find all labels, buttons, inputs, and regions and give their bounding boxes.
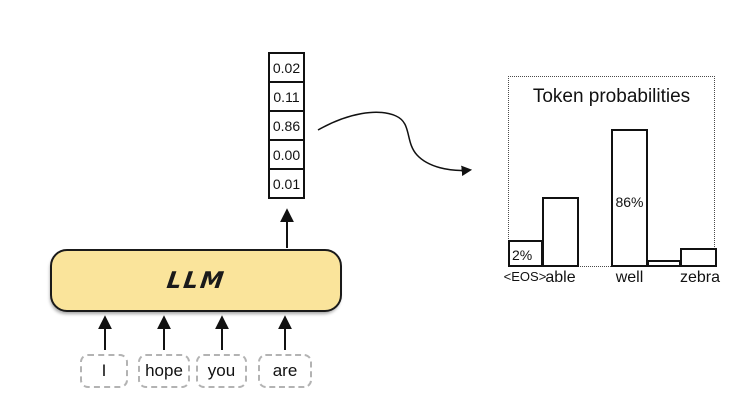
token-probabilities-panel: Token probabilities 2% 86% <EOS> able we… xyxy=(504,76,720,286)
bar-well xyxy=(611,129,648,267)
axis-label-eos: <EOS> xyxy=(503,269,547,284)
axis-label-well: well xyxy=(615,269,644,286)
bar-able xyxy=(542,197,579,267)
token-hope: hope xyxy=(138,354,190,388)
bar-eos xyxy=(508,240,543,267)
bar-unlabeled xyxy=(647,260,681,267)
vector-cell-2: 0.11 xyxy=(268,81,305,112)
bar-value-eos: 2% xyxy=(512,247,533,263)
token-are: are xyxy=(258,354,312,388)
llm-label: LLM xyxy=(165,267,227,294)
bar-value-well: 86% xyxy=(615,194,644,210)
token-i: I xyxy=(80,354,128,388)
bar-zebra xyxy=(680,248,717,267)
chart-title: Token probabilities xyxy=(532,86,691,107)
vector-cell-1: 0.02 xyxy=(268,52,305,83)
token-you: you xyxy=(196,354,247,388)
curved-flow-arrow-icon xyxy=(317,111,473,177)
probability-vector: 0.02 0.11 0.86 0.00 0.01 xyxy=(268,52,305,199)
axis-label-zebra: zebra xyxy=(680,269,721,286)
vector-cell-5: 0.01 xyxy=(268,168,305,199)
vector-cell-3: 0.86 xyxy=(268,110,305,141)
vector-cell-4: 0.00 xyxy=(268,139,305,170)
axis-label-able: able xyxy=(545,269,576,286)
llm-box: LLM xyxy=(50,249,342,312)
